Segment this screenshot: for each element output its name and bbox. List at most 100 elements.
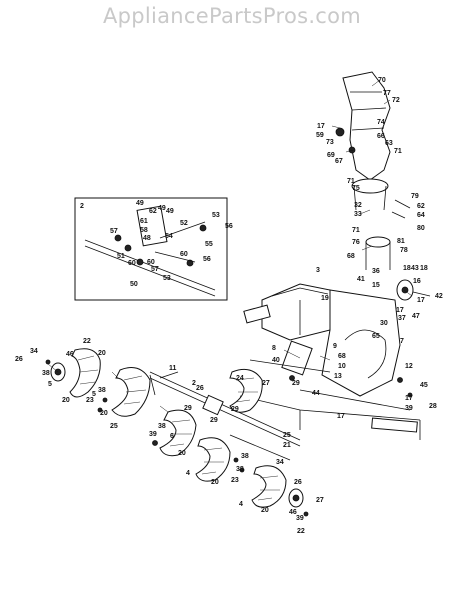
auger-blade-bottom-right: [251, 465, 287, 508]
callout-number: 51: [117, 253, 125, 260]
callout-number: 5: [92, 391, 96, 398]
callout-number: 53: [163, 275, 171, 282]
callout-number: 20: [62, 397, 70, 404]
callout-number: 34: [30, 348, 38, 355]
callout-number: 38: [98, 387, 106, 394]
callout-number: 61: [140, 218, 148, 225]
callout-number: 25: [110, 423, 118, 430]
callout-number: 66: [377, 133, 385, 140]
callout-number: 69: [327, 152, 335, 159]
callout-number: 17: [405, 395, 413, 402]
callout-number: 15: [372, 282, 380, 289]
callout-number: 75: [352, 185, 360, 192]
callout-number: 39: [149, 431, 157, 438]
callout-number: 42: [435, 293, 443, 300]
callout-number: 56: [203, 256, 211, 263]
callout-number: 22: [83, 338, 91, 345]
callout-number: 20: [98, 350, 106, 357]
callout-number: 74: [377, 119, 385, 126]
callout-number: 24: [236, 375, 244, 382]
callout-number: 62: [149, 208, 157, 215]
callout-number: 10: [338, 363, 346, 370]
callout-number: 2: [192, 380, 196, 387]
callout-number: 32: [354, 202, 362, 209]
callout-number: 20: [178, 450, 186, 457]
hardware: [97, 371, 413, 473]
callout-number: 57: [151, 266, 159, 273]
callout-number: 39: [296, 515, 304, 522]
callout-number: 29: [231, 406, 239, 413]
callout-number: 49: [166, 208, 174, 215]
callout-number: 22: [297, 528, 305, 535]
auger-blade-left-top: [69, 348, 101, 398]
callout-number: 57: [110, 228, 118, 235]
callout-number: 3: [316, 267, 320, 274]
callout-number: 44: [312, 390, 320, 397]
callout-number: 27: [316, 497, 324, 504]
callout-number: 81: [397, 238, 405, 245]
callout-number: 49: [136, 200, 144, 207]
callout-number: 34: [276, 459, 284, 466]
auger-blade-left-mid: [111, 367, 151, 417]
callout-number: 6: [170, 433, 174, 440]
callout-number: 12: [405, 363, 413, 370]
callout-number: 60: [128, 260, 136, 267]
callout-number: 20: [211, 479, 219, 486]
callout-number: 43: [411, 265, 419, 272]
callout-number: 60: [180, 251, 188, 258]
callout-number: 48: [143, 235, 151, 242]
callout-number: 26: [196, 385, 204, 392]
callout-number: 72: [392, 97, 400, 104]
callout-number: 25: [283, 432, 291, 439]
callout-number: 23: [86, 397, 94, 404]
callout-number: 52: [180, 220, 188, 227]
impeller-shaft: [239, 340, 421, 440]
callout-number: 7: [400, 338, 404, 345]
callout-number: 79: [411, 193, 419, 200]
callout-number: 60: [147, 259, 155, 266]
callout-number: 59: [316, 132, 324, 139]
callout-number: 46: [66, 351, 74, 358]
callout-number: 78: [400, 247, 408, 254]
callout-number: 68: [347, 253, 355, 260]
auger-blade-center: [159, 409, 197, 457]
callout-number: 64: [417, 212, 425, 219]
callout-number: 38: [236, 466, 244, 473]
callout-number: 77: [383, 90, 391, 97]
watermark-text: AppliancePartsPros.com: [102, 4, 362, 28]
callout-number: 17: [337, 413, 345, 420]
callout-number: 29: [184, 405, 192, 412]
callout-number: 30: [380, 320, 388, 327]
leader-lines: [47, 79, 413, 413]
callout-number: 13: [334, 373, 342, 380]
callout-number: 19: [321, 295, 329, 302]
callout-number: 62: [417, 203, 425, 210]
callout-number: 46: [289, 509, 297, 516]
callout-number: 68: [338, 353, 346, 360]
callout-number: 38: [42, 370, 50, 377]
callout-number: 29: [292, 380, 300, 387]
callout-number: 5: [48, 381, 52, 388]
inset-detail-box: [74, 197, 228, 301]
callout-number: 11: [169, 365, 177, 372]
callout-number: 49: [158, 205, 166, 212]
callout-number: 17: [317, 123, 325, 130]
auger-shaft: [149, 371, 301, 461]
callout-number: 63: [385, 140, 393, 147]
callout-number: 26: [294, 479, 302, 486]
auger-blade-bottom-left: [195, 437, 231, 482]
callout-number: 20: [100, 410, 108, 417]
callout-number: 21: [283, 442, 291, 449]
callout-number: 76: [352, 239, 360, 246]
discharge-chute: [335, 71, 411, 270]
callout-number: 71: [394, 148, 402, 155]
callout-number: 9: [333, 343, 337, 350]
callout-number: 71: [352, 227, 360, 234]
callout-number: 67: [335, 158, 343, 165]
auger-blade-right: [229, 368, 263, 413]
inset-label: 2: [80, 203, 84, 210]
callout-number: 38: [158, 423, 166, 430]
callout-number: 27: [262, 380, 270, 387]
